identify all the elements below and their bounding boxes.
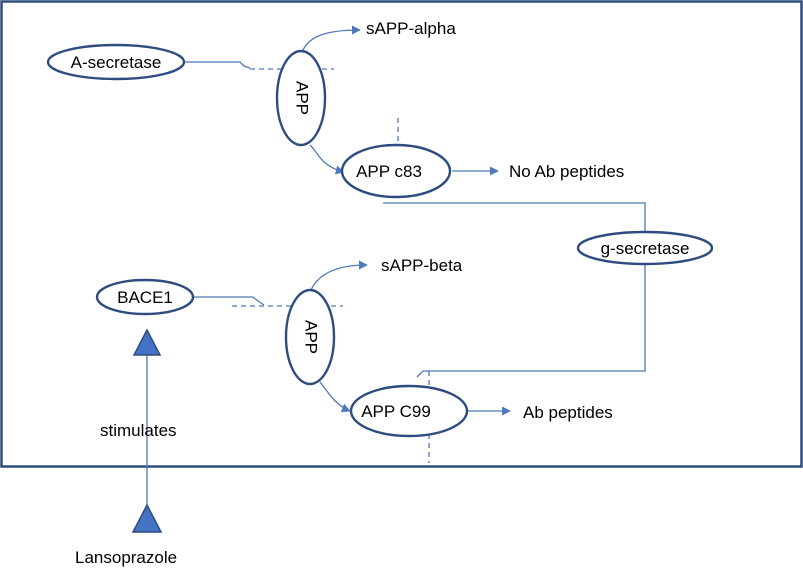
node-app-c99-label: APP C99 bbox=[361, 402, 431, 421]
node-bace1-label: BACE1 bbox=[117, 288, 173, 307]
node-g-secretase: g-secretase bbox=[576, 230, 714, 266]
bace1-connector bbox=[193, 296, 265, 306]
arrow-to-app-c83 bbox=[309, 144, 345, 175]
node-app-bottom-label: APP bbox=[302, 320, 321, 354]
label-ab-peptides: Ab peptides bbox=[523, 403, 613, 422]
a-secretase-connector bbox=[184, 61, 251, 69]
g-secretase-connector-bottom bbox=[416, 264, 646, 378]
node-a-secretase: A-secretase bbox=[46, 43, 186, 81]
node-app-c83: APP c83 bbox=[340, 143, 452, 199]
label-sapp-alpha: sAPP-alpha bbox=[366, 19, 456, 38]
lansoprazole-triangle-icon bbox=[131, 503, 163, 533]
cell-boundary-frame bbox=[0, 0, 803, 468]
stimulation-triangle-top-icon bbox=[132, 328, 162, 356]
arrow-to-sapp-alpha bbox=[301, 25, 361, 53]
node-app-bottom: APP bbox=[284, 288, 336, 386]
node-app-c99: APP C99 bbox=[349, 384, 469, 438]
arrow-to-sapp-beta bbox=[310, 260, 368, 291]
node-app-top: APP bbox=[275, 49, 327, 147]
node-app-top-label: APP bbox=[293, 81, 312, 115]
label-sapp-beta: sAPP-beta bbox=[381, 256, 463, 275]
node-app-c83-label: APP c83 bbox=[356, 162, 422, 181]
node-bace1: BACE1 bbox=[95, 278, 195, 316]
label-no-ab-peptides: No Ab peptides bbox=[509, 162, 624, 181]
g-secretase-connector-top bbox=[383, 202, 646, 232]
node-g-secretase-label: g-secretase bbox=[601, 239, 690, 258]
node-a-secretase-label: A-secretase bbox=[71, 53, 162, 72]
label-lansoprazole: Lansoprazole bbox=[75, 548, 177, 567]
arrow-to-app-c99 bbox=[319, 381, 351, 413]
label-stimulates: stimulates bbox=[100, 421, 177, 440]
